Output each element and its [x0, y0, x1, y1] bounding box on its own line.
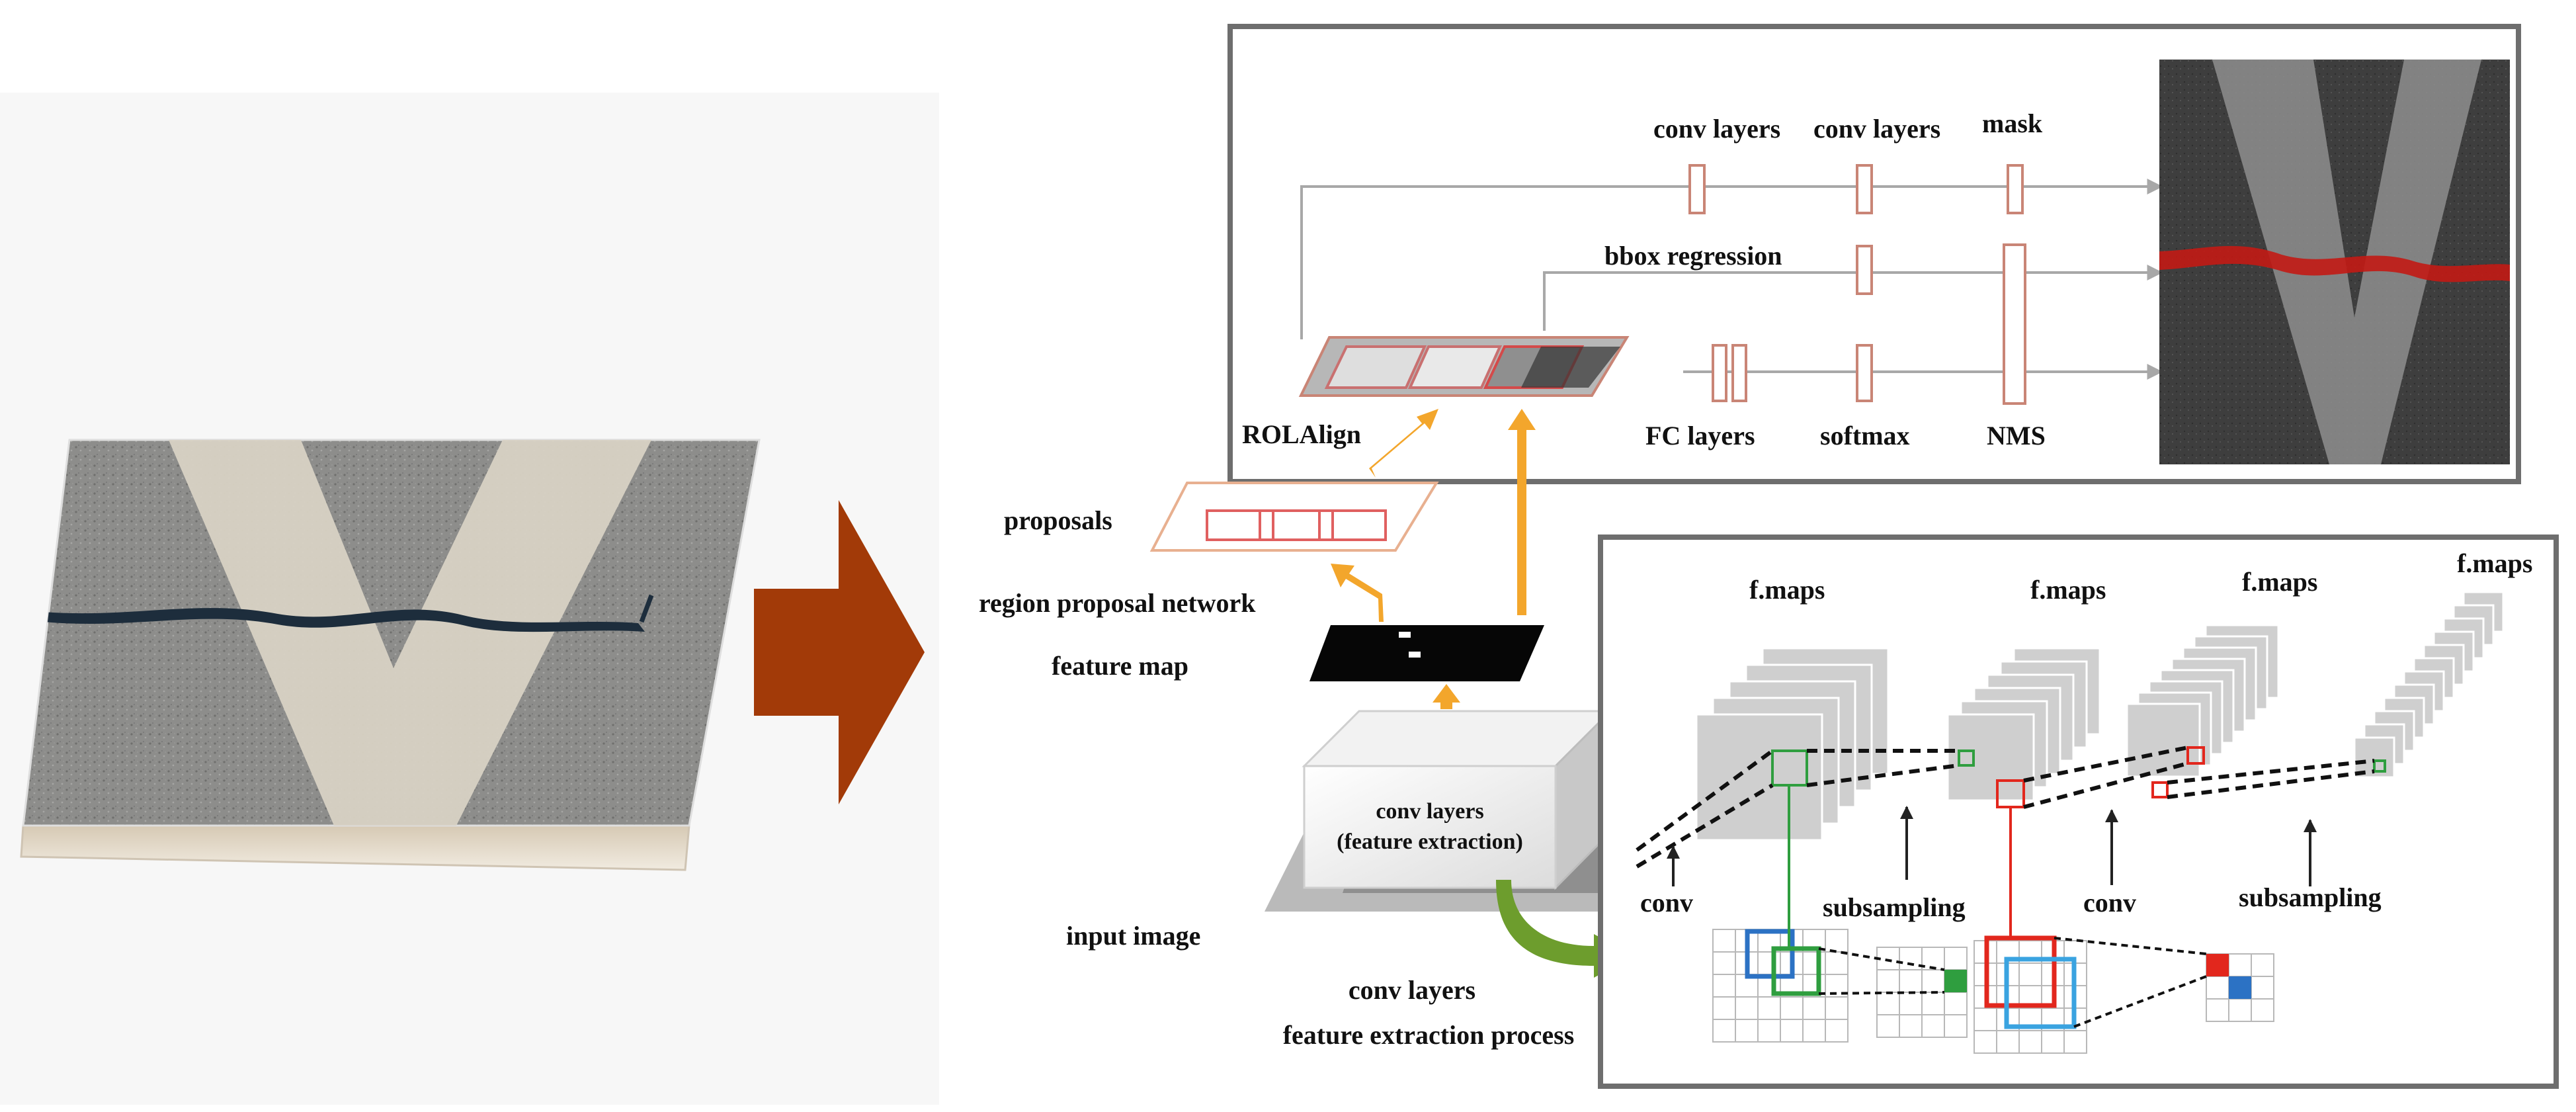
crack-line — [43, 608, 645, 632]
process-arrow-icon — [754, 500, 925, 804]
label-conv-2: conv — [2083, 888, 2136, 918]
feature-map-layer — [1309, 625, 1544, 681]
v-road-marking — [43, 440, 654, 826]
head-labels: conv layers conv layers mask bbox regres… — [1242, 108, 2046, 450]
conv-block-1 — [1688, 164, 1706, 214]
orange-arrows — [1331, 409, 1536, 709]
label-fmaps-2: f.maps — [2030, 575, 2106, 605]
output-segmented-image — [2159, 60, 2510, 464]
fmap-patches — [1771, 746, 2386, 808]
label-conv-layers-2: conv layers — [1813, 114, 1940, 144]
label-proposals: proposals — [1004, 505, 1112, 535]
label-softmax: softmax — [1820, 421, 1910, 450]
label-conv-1: conv — [1640, 888, 1693, 918]
fc-block-1 — [1712, 344, 1727, 402]
grid-3 — [1974, 940, 2087, 1054]
up-arrows — [1667, 806, 2317, 886]
feature-map-point-2 — [1409, 652, 1421, 658]
label-fmaps-4: f.maps — [2457, 548, 2532, 578]
caption-line1: conv layers — [1349, 975, 1475, 1005]
label-feature-map: feature map — [1052, 651, 1188, 681]
softmax-block — [1856, 344, 1873, 402]
conv-box-line2: (feature extraction) — [1337, 830, 1523, 854]
cnn-labels: f.maps f.maps f.maps f.maps conv subsamp… — [1640, 548, 2532, 922]
head-layer-blocks — [1688, 164, 2026, 405]
segmented-crack-mask — [2159, 245, 2510, 282]
label-subsampling-2: subsampling — [2239, 882, 2382, 912]
label-region-proposal-network: region proposal network — [979, 588, 1256, 618]
label-nms: NMS — [1987, 421, 2046, 450]
middle-labels: proposals region proposal network featur… — [979, 505, 1574, 1050]
grid-highlights — [1745, 929, 2251, 1029]
conv-block-2 — [1856, 164, 1873, 214]
label-input-image: input image — [1066, 921, 1200, 951]
label-fmaps-1: f.maps — [1749, 575, 1825, 605]
feature-map-point-1 — [1399, 632, 1411, 638]
roialign-layer — [1298, 336, 1630, 397]
label-fc-layers: FC layers — [1645, 421, 1755, 450]
proposals-layer — [1149, 482, 1439, 552]
bbox-block — [1856, 245, 1873, 295]
label-roialign: ROLAlign — [1242, 419, 1361, 449]
label-conv-layers-1: conv layers — [1653, 114, 1780, 144]
nms-block — [2003, 243, 2026, 405]
label-mask: mask — [1982, 108, 2043, 138]
label-subsampling-1: subsampling — [1823, 892, 1966, 922]
label-bbox-regression: bbox regression — [1604, 241, 1782, 271]
label-fmaps-3: f.maps — [2242, 567, 2317, 597]
dashed-connectors — [1636, 746, 2375, 869]
conv-layers-box: conv layers (feature extraction) — [1302, 708, 1613, 890]
mask-block — [2007, 164, 2024, 214]
caption-line2: feature extraction process — [1283, 1020, 1575, 1050]
conv-box-line1: conv layers — [1376, 799, 1483, 824]
grid-dashed-links — [1818, 937, 2207, 1028]
fc-block-2 — [1731, 344, 1747, 402]
head-branches — [1300, 179, 2163, 380]
